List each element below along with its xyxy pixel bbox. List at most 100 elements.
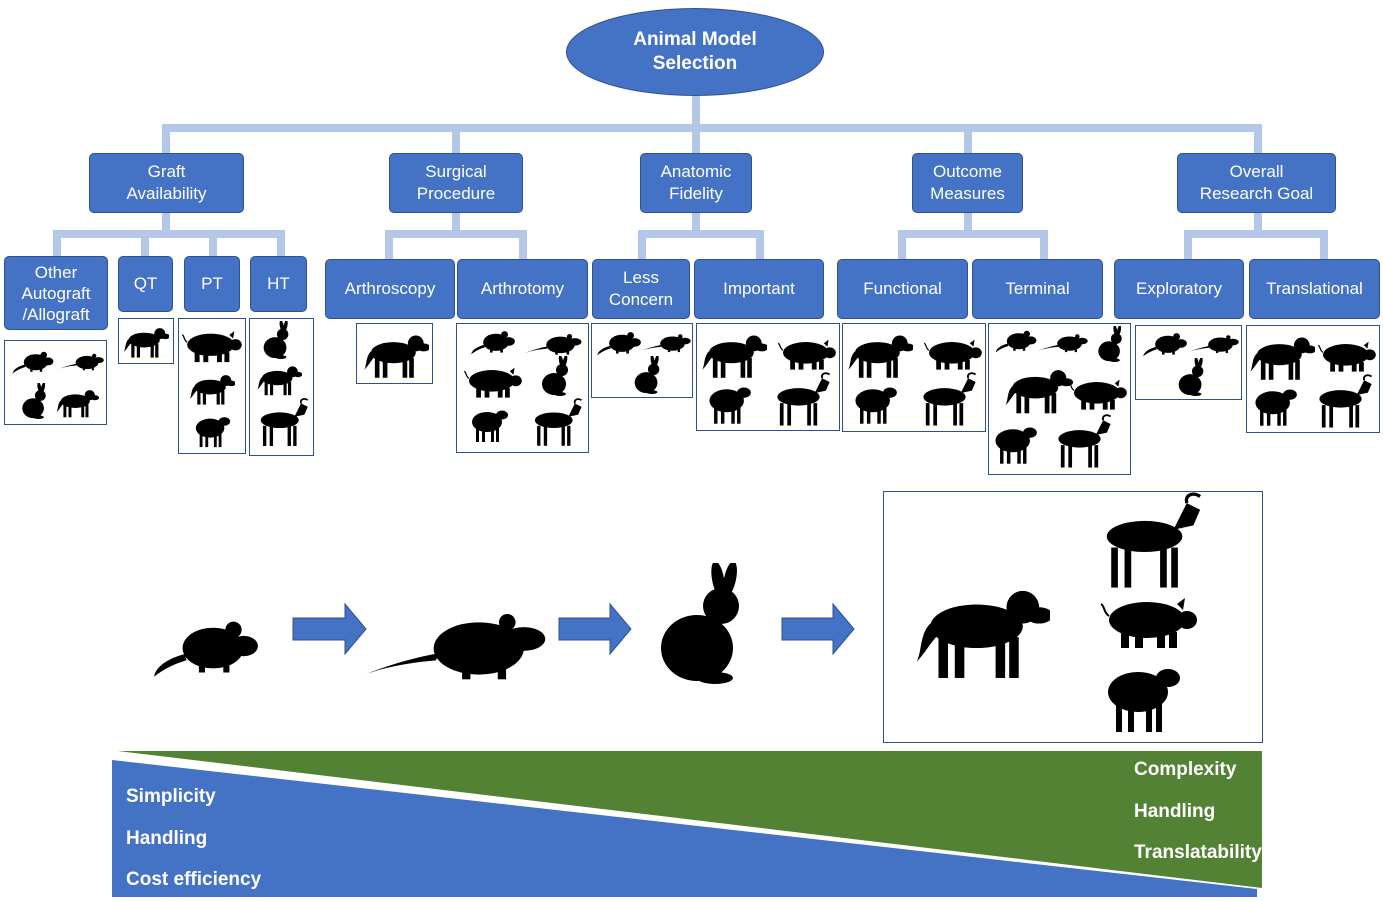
dog-icon <box>847 326 913 382</box>
connector-to-outcome <box>964 124 972 156</box>
option-arthrotomy: Arthrotomy <box>457 259 588 319</box>
pig-icon <box>1094 592 1204 652</box>
option-line: Exploratory <box>1136 279 1222 298</box>
criterion-line: Surgical <box>425 162 487 181</box>
rabbit-icon <box>260 321 292 359</box>
rabbit-icon <box>1176 358 1206 396</box>
rat-icon <box>523 328 583 358</box>
option-functional: Functional <box>837 259 968 319</box>
connector-fidelity-bar <box>638 230 764 238</box>
dog-icon <box>55 385 99 419</box>
rabbit-icon <box>655 563 745 685</box>
connector-graft-trunk <box>162 212 170 236</box>
option-line: Terminal <box>1005 279 1070 298</box>
goat-icon <box>769 372 833 428</box>
rat-icon <box>360 600 550 685</box>
option-pt: PT <box>184 256 240 312</box>
criterion-overall-research-goal: Overall Research Goal <box>1177 153 1336 213</box>
left-wedge <box>112 760 1257 897</box>
sheep-icon <box>1251 382 1299 428</box>
criterion-line: Anatomic <box>660 162 732 181</box>
connector-to-fidelity <box>692 124 700 156</box>
left-wedge-label-3: Cost efficiency <box>126 869 262 890</box>
connector-surgical-trunk <box>452 212 460 236</box>
mouse-icon <box>9 347 57 375</box>
option-important: Important <box>694 259 824 319</box>
criterion-line: Measures <box>930 184 1005 203</box>
criterion-line: Availability <box>126 184 207 203</box>
sheep-icon <box>1102 656 1182 736</box>
rabbit-icon <box>19 383 49 419</box>
option-line: QT <box>133 274 158 293</box>
option-qt: QT <box>118 256 173 312</box>
option-less-concern: Less Concern <box>592 259 690 319</box>
criterion-line: Graft <box>147 162 186 181</box>
animals-qt <box>118 318 174 364</box>
sheep-icon <box>467 404 511 444</box>
dog-icon <box>1249 328 1315 384</box>
connector-outcome-bar <box>898 230 1048 238</box>
sheep-icon <box>705 380 753 426</box>
criterion-surgical-procedure: Surgical Procedure <box>389 153 523 213</box>
right-arrow-icon <box>292 602 367 656</box>
option-line: Concern <box>608 290 674 309</box>
rat-icon <box>640 327 692 357</box>
right-wedge-label-1: Complexity <box>1134 759 1237 780</box>
animals-ht <box>249 318 314 456</box>
right-arrow-icon <box>558 602 632 656</box>
criterion-graft-availability: Graft Availability <box>89 153 244 213</box>
goat-icon <box>254 397 310 449</box>
criterion-line: Outcome <box>933 162 1002 181</box>
connector-outcome-left <box>898 230 906 260</box>
dog-icon <box>363 326 429 382</box>
connector-fidelity-trunk <box>692 212 700 236</box>
option-line: Arthrotomy <box>480 279 565 298</box>
left-wedge-label-2: Handling <box>126 828 208 849</box>
goat-icon <box>1090 492 1208 592</box>
connector-graft-pt <box>209 230 217 258</box>
mouse-icon <box>150 600 262 690</box>
connector-to-graft <box>162 124 170 156</box>
mouse-icon <box>594 327 644 357</box>
pig-icon <box>1067 376 1129 412</box>
option-line: /Allograft <box>22 304 90 324</box>
option-line: PT <box>201 274 223 293</box>
goat-icon <box>525 398 587 448</box>
criterion-outcome-measures: Outcome Measures <box>912 153 1023 213</box>
connector-fidelity-left <box>638 230 646 260</box>
option-line: Autograft <box>21 283 91 303</box>
dog-icon <box>189 369 235 407</box>
rabbit-icon <box>537 356 573 396</box>
root-node: Animal Model Selection <box>566 8 824 96</box>
connector-graft-qt <box>141 230 149 258</box>
option-line: Arthroscopy <box>344 279 436 298</box>
rabbit-icon <box>1095 326 1125 362</box>
dog-icon <box>1003 362 1073 416</box>
option-line: HT <box>267 274 290 293</box>
rabbit-icon <box>632 356 662 394</box>
connector-level1-bar <box>162 124 1262 132</box>
connector-goal-trunk <box>1254 212 1262 236</box>
goat-icon <box>1311 374 1375 430</box>
option-ht: HT <box>250 256 307 312</box>
connector-graft-ht <box>277 230 285 258</box>
criterion-line: Research Goal <box>1199 184 1314 203</box>
connector-surgical-left <box>385 230 393 260</box>
connector-goal-right <box>1320 230 1328 260</box>
sheep-icon <box>191 411 233 449</box>
animals-exploratory <box>1135 325 1242 400</box>
criterion-line: Procedure <box>416 184 496 203</box>
dog-icon <box>701 326 767 382</box>
connector-outcome-trunk <box>964 212 972 236</box>
option-terminal: Terminal <box>972 259 1103 319</box>
large-animals-box <box>883 491 1263 743</box>
connector-goal-bar <box>1184 230 1328 238</box>
dog-icon <box>914 572 1050 686</box>
root-line1: Animal Model <box>633 29 757 50</box>
mouse-icon <box>463 326 523 356</box>
animals-important <box>696 323 840 431</box>
animals-other-autograft <box>4 340 107 425</box>
left-wedge-label-1: Simplicity <box>126 786 216 807</box>
criterion-anatomic-fidelity: Anatomic Fidelity <box>640 153 752 213</box>
animals-less-concern <box>591 323 693 398</box>
